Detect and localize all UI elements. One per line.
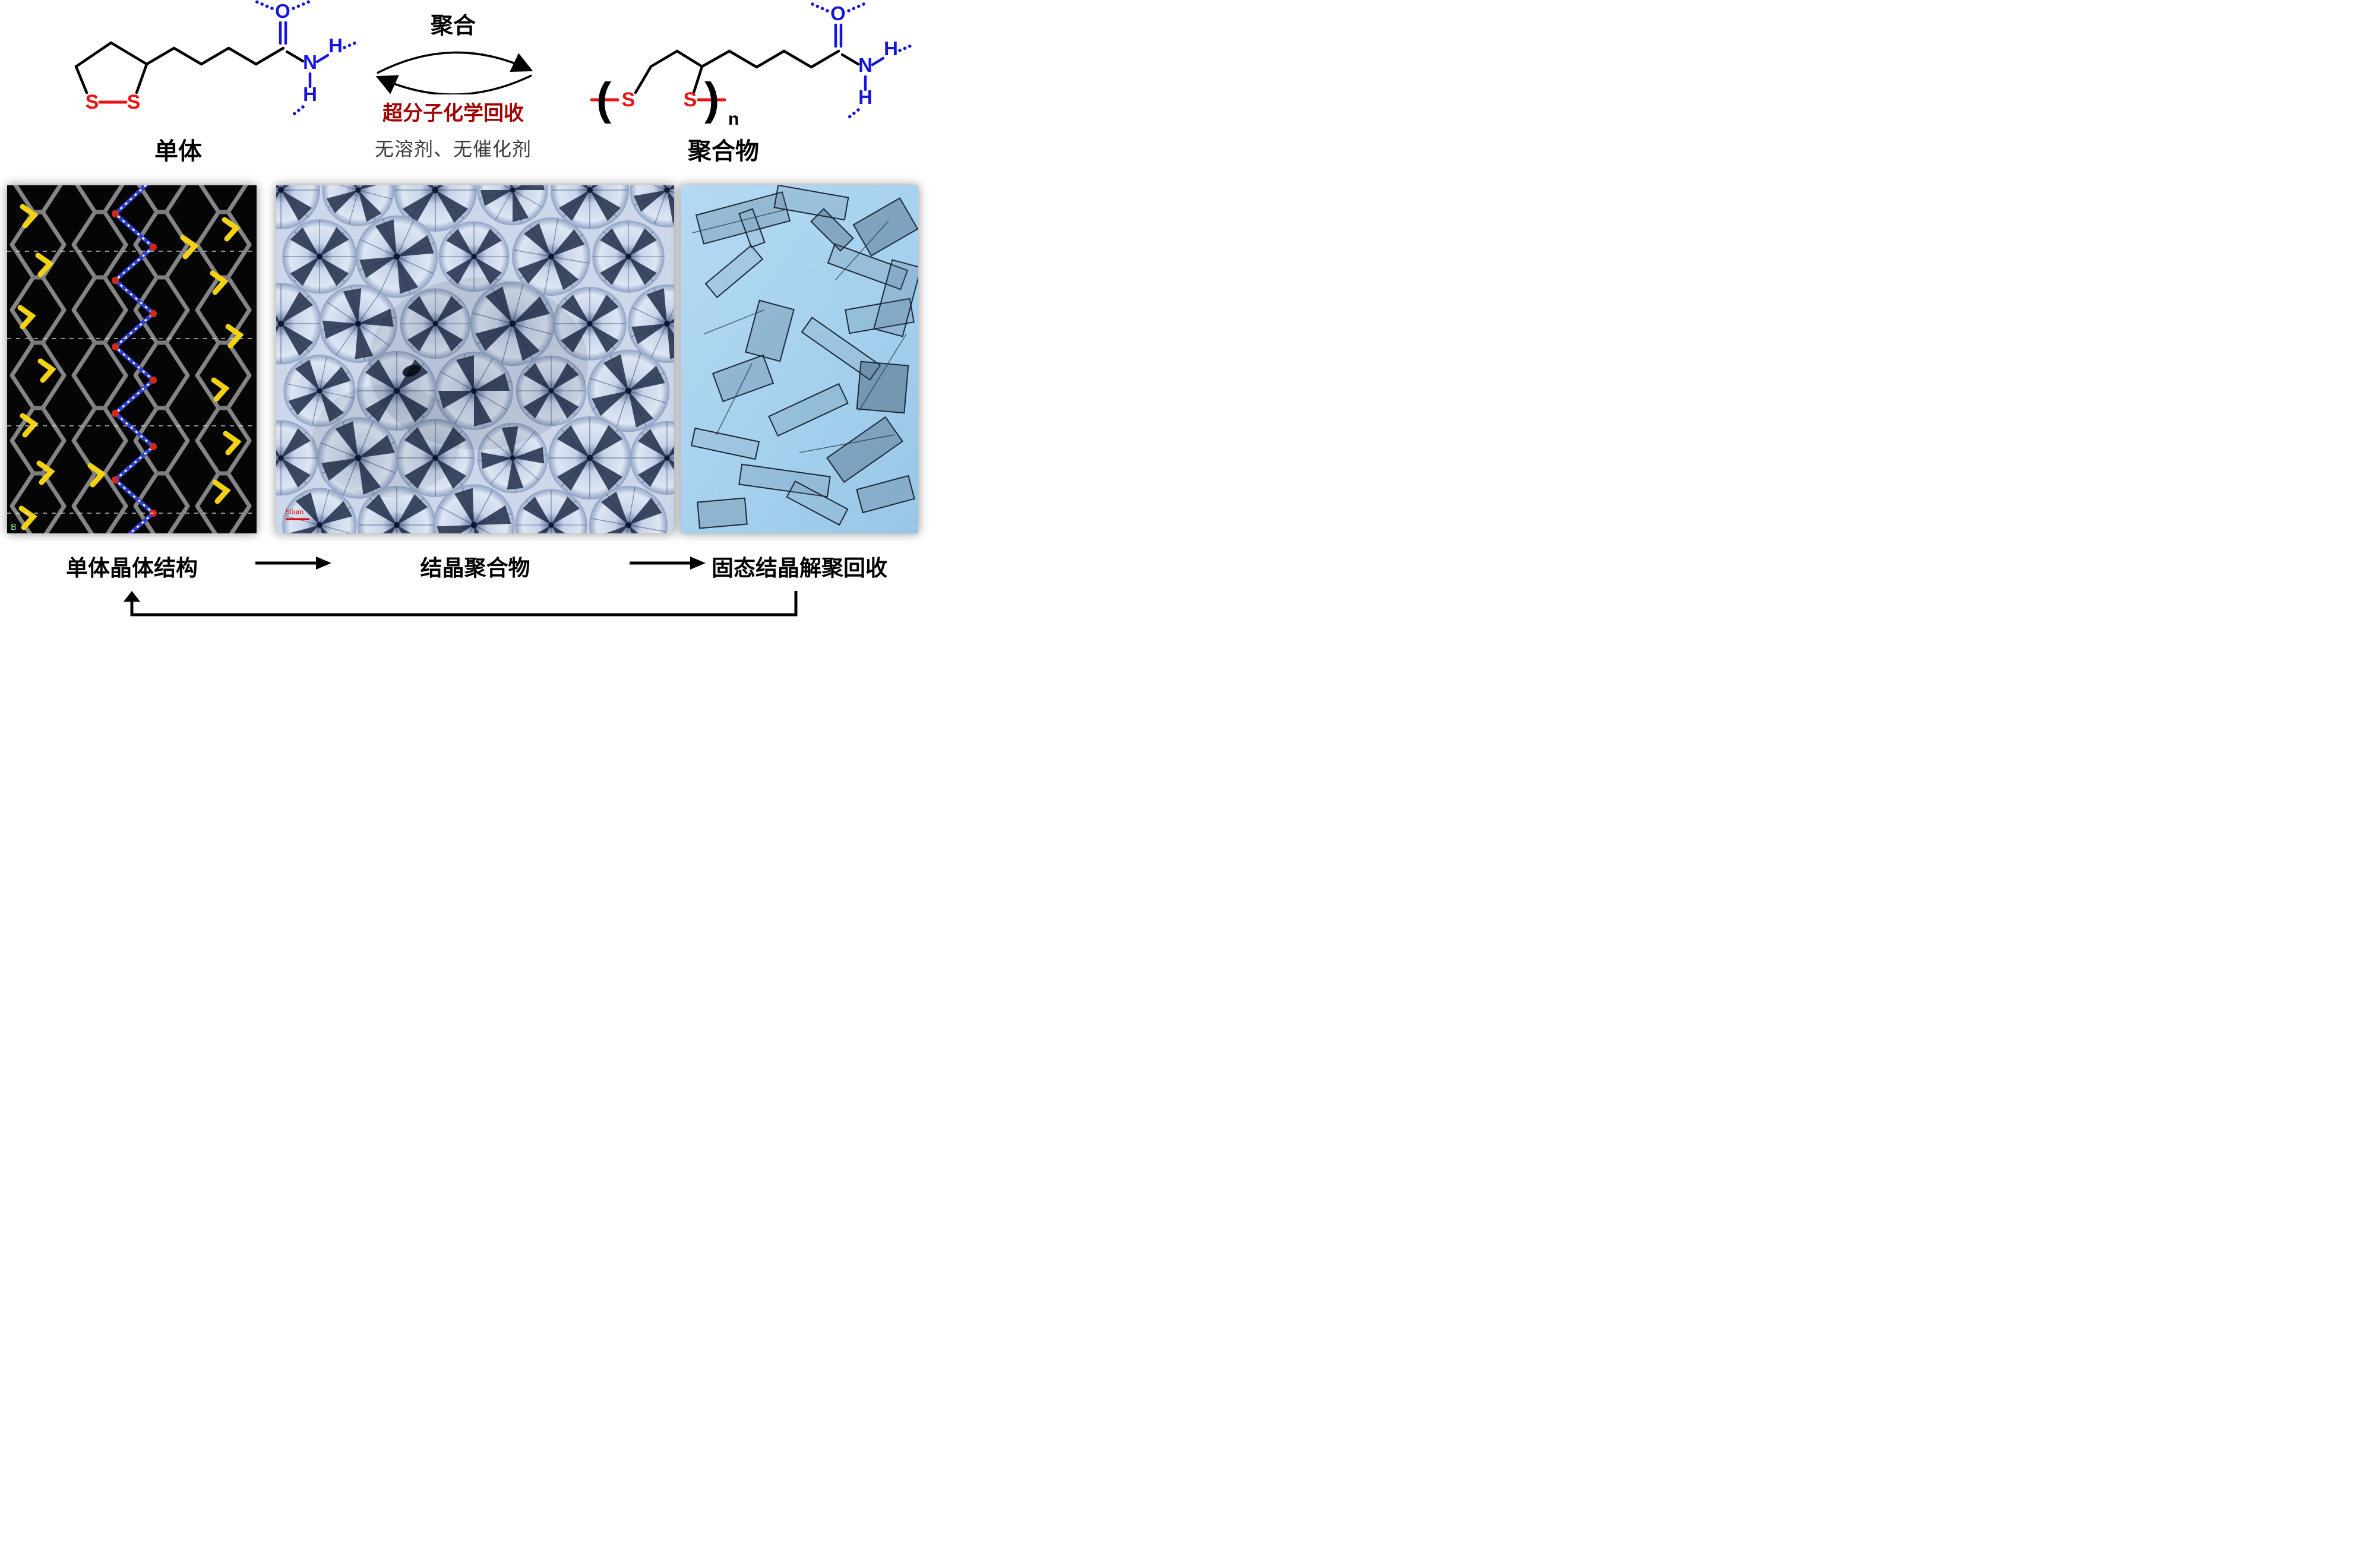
hydrogen-bond-dots-icon: [255, 0, 359, 118]
sulfur-label: S: [622, 88, 636, 111]
sulfur-label: S: [86, 91, 99, 113]
reaction-center: 聚合 超分子化学回收 无溶剂、无催化剂: [350, 7, 556, 162]
crystal-structure-image: B: [7, 185, 257, 533]
hydrogen-label: H: [884, 37, 898, 59]
disulfide-sticks: [17, 204, 244, 530]
repeat-paren-open: (: [596, 74, 612, 124]
alkyl-chain: [145, 46, 285, 66]
alkyl-chain: [700, 49, 840, 69]
monomer-label: 单体: [154, 138, 202, 165]
hydrogen-bond-dots-icon: [811, 2, 915, 121]
sulfur-label: S: [684, 88, 697, 111]
nitrogen-label: N: [858, 54, 872, 76]
monomer-structure: S S O N H H: [74, 0, 359, 118]
recycled-crystal-image: [681, 185, 918, 533]
repeat-paren-close: ): [704, 74, 719, 124]
hydrogen-label: H: [858, 86, 872, 108]
crystal-plates: [690, 185, 918, 529]
arrow-right-icon: [630, 557, 706, 570]
spherulite-image: 50um: [276, 185, 674, 533]
hydrogen-bond-chain: [112, 185, 157, 533]
forward-reaction-label: 聚合: [430, 14, 476, 39]
arrow-right-icon: [255, 557, 331, 570]
molecular-lattice: [10, 185, 252, 533]
repeat-subscript: n: [728, 109, 739, 129]
crystal-structure-panel: B: [7, 185, 257, 533]
oxygen-label: O: [830, 2, 846, 24]
spherulite-panel: 50um: [276, 185, 674, 533]
crystal-needles: [692, 208, 907, 453]
nitrogen-label: N: [303, 51, 317, 73]
polymer-structure: ( S S ) n O N H H: [590, 2, 915, 129]
crystal-structure-caption: 单体晶体结构: [66, 556, 198, 580]
reverse-reaction-label: 超分子化学回收: [382, 102, 524, 125]
amide-group: O N H H: [811, 2, 915, 121]
oxygen-label: O: [275, 0, 290, 22]
corner-axis-label: B: [11, 522, 17, 532]
reaction-conditions: 无溶剂、无催化剂: [374, 138, 532, 160]
equilibrium-arrows-icon: [375, 51, 533, 94]
graphical-abstract: S S O N H H 单体 聚: [0, 0, 948, 627]
hydrogen-label: H: [303, 83, 317, 105]
recycled-crystal-caption: 固态结晶解聚回收: [712, 556, 887, 580]
sulfur-label: S: [127, 91, 141, 113]
scale-bar: 50um: [286, 508, 309, 520]
polymer-label: 聚合物: [688, 138, 759, 165]
polydisulfide-backbone: ( S S ) n: [590, 49, 739, 129]
dark-regions: [312, 277, 588, 497]
recycled-crystal-panel: [681, 185, 918, 533]
spherulite-caption: 结晶聚合物: [420, 556, 530, 580]
amide-group: O N H H: [255, 0, 359, 118]
dithiolane-ring: S S: [74, 41, 148, 113]
scale-bar-label: 50um: [286, 508, 304, 516]
unit-cell-lines: [7, 251, 257, 514]
cycle-return-arrow-icon: [124, 591, 798, 617]
hydrogen-label: H: [328, 34, 343, 56]
